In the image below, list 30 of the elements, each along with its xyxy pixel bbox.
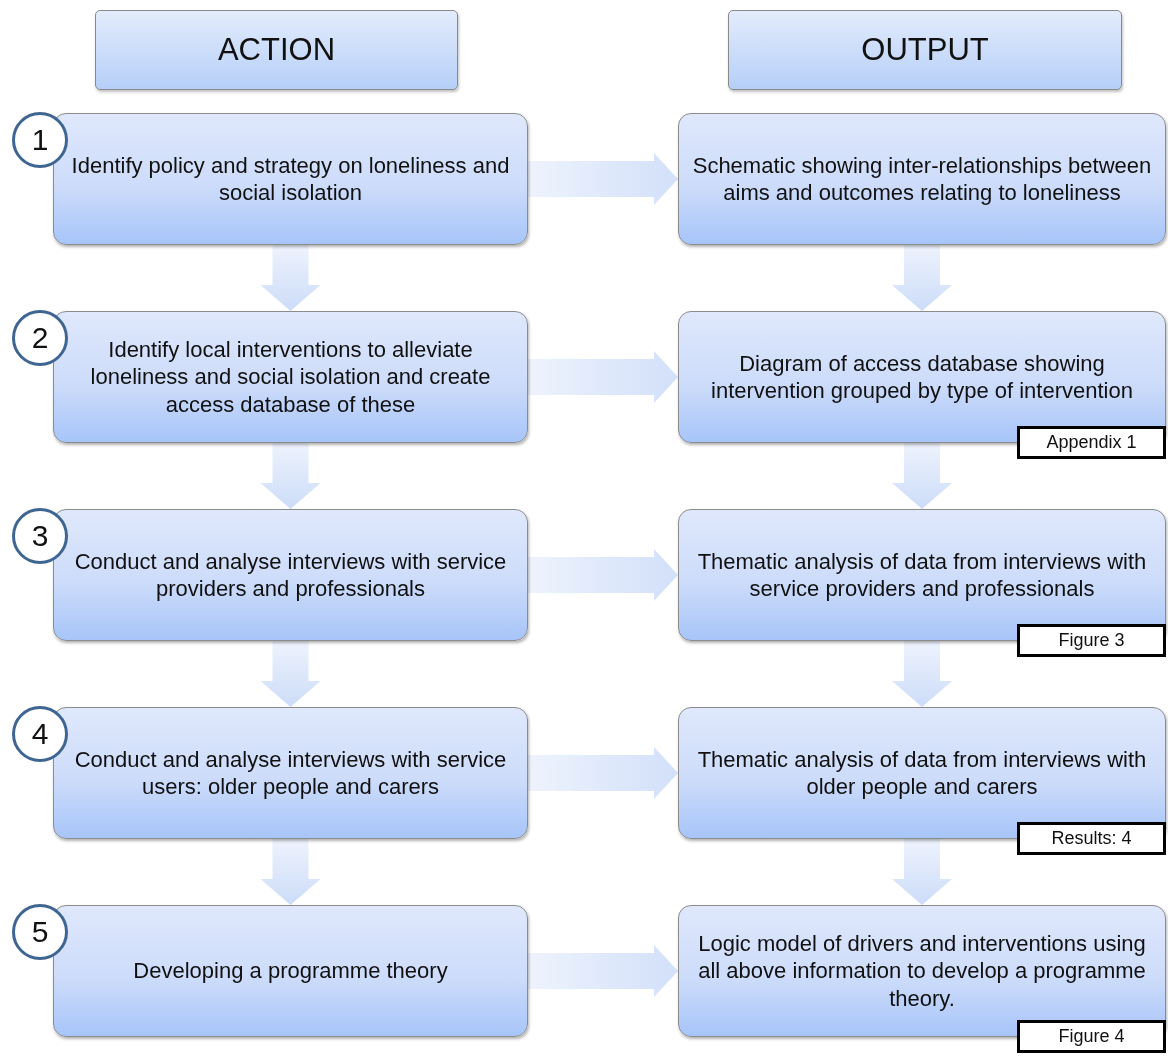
block-arrow (892, 839, 952, 905)
block-arrow (892, 443, 952, 509)
column-header: ACTION (95, 10, 458, 90)
block-arrow (260, 443, 321, 509)
block-arrow (260, 245, 321, 311)
step-number-circle: 4 (12, 706, 68, 762)
step-number-circle: 2 (12, 310, 68, 366)
process-box: Identify policy and strategy on loneliness and social isolation (53, 113, 528, 245)
block-arrow (260, 839, 321, 905)
block-arrow (528, 549, 678, 601)
reference-label-box: Appendix 1 (1017, 426, 1166, 459)
step-number-circle: 1 (12, 112, 68, 168)
process-box: Identify local interventions to alleviate loneliness and social isolation and create access database of these (53, 311, 528, 443)
block-arrow (528, 351, 678, 403)
block-arrow (892, 641, 952, 707)
process-box: Conduct and analyse interviews with service users: older people and carers (53, 707, 528, 839)
step-number-circle: 5 (12, 904, 68, 960)
column-header: OUTPUT (728, 10, 1122, 90)
process-box: Schematic showing inter-relationships between aims and outcomes relating to loneliness (678, 113, 1166, 245)
process-box: Conduct and analyse interviews with service providers and professionals (53, 509, 528, 641)
block-arrow (528, 945, 678, 997)
reference-label-box: Figure 4 (1017, 1020, 1166, 1053)
process-box: Developing a programme theory (53, 905, 528, 1037)
block-arrow (260, 641, 321, 707)
block-arrow (892, 245, 952, 311)
reference-label-box: Results: 4 (1017, 822, 1166, 855)
reference-label-box: Figure 3 (1017, 624, 1166, 657)
block-arrow (528, 747, 678, 799)
block-arrow (528, 153, 678, 205)
step-number-circle: 3 (12, 508, 68, 564)
